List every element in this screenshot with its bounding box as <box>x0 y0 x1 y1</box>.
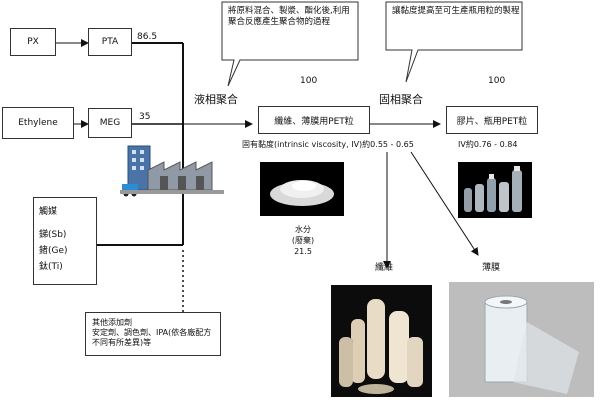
stage2-amount: 100 <box>488 76 506 86</box>
callout-liquid-text: 將原料混合、製漿、酯化後,利用聚合反應產生聚合物的過程 <box>228 6 350 28</box>
arrow-film <box>410 151 479 256</box>
catalyst-box: 觸媒 銻(Sb) 鍺(Ge) 鈦(Ti) <box>33 197 97 285</box>
stage2-viscosity: IV約0.76 - 0.84 <box>458 140 518 149</box>
pellet-pile-image <box>260 162 344 216</box>
pta-amount: 86.5 <box>137 32 158 42</box>
film-roll-image <box>449 282 594 397</box>
meg-box: MEG <box>88 108 132 138</box>
water-byproduct: 水分 (廢棄) 21.5 <box>291 225 315 256</box>
fiber-film-pet-label: 纖維、薄膜用PET粒 <box>274 116 354 127</box>
fiber-film-pet-box: 纖維、薄膜用PET粒 <box>258 106 370 134</box>
ethylene-box: Ethylene <box>2 107 74 139</box>
catalyst-item: 銻(Sb) <box>39 230 67 240</box>
pta-label: PTA <box>101 37 119 47</box>
catalyst-item: 鈦(Ti) <box>39 262 63 272</box>
callout-solid-text: 讓黏度提高至可生產瓶用粒的製程 <box>392 6 520 16</box>
stage1-amount: 100 <box>300 76 318 86</box>
bottle-pet-label: 膠片、瓶用PET粒 <box>456 116 528 127</box>
additives-box: 其他添加劑 安定劑、調色劑、IPA(依各廠配方不同有所差異)等 <box>85 312 221 356</box>
stage1-viscosity: 固有黏度(intrinsic viscosity, IV)約0.55 - 0.6… <box>242 140 414 149</box>
px-label: PX <box>27 37 39 47</box>
additives-body: 安定劑、調色劑、IPA(依各廠配方不同有所差異)等 <box>92 328 212 348</box>
film-label: 薄膜 <box>482 263 501 273</box>
factory-icon <box>120 145 224 197</box>
callout-bubble-solid <box>385 1 523 83</box>
catalyst-item: 鍺(Ge) <box>39 246 68 256</box>
px-box: PX <box>10 28 56 56</box>
liquid-phase-label: 液相聚合 <box>194 93 238 106</box>
fiber-spools-image <box>331 285 432 397</box>
pet-bottles-image <box>458 162 532 218</box>
solid-phase-label: 固相聚合 <box>379 93 423 106</box>
catalyst-title: 觸媒 <box>39 207 58 217</box>
pta-box: PTA <box>88 28 132 56</box>
callout-bubble-liquid <box>221 1 359 87</box>
additives-title: 其他添加劑 <box>92 318 132 327</box>
fiber-label: 纖維 <box>375 263 394 273</box>
bottle-pet-box: 膠片、瓶用PET粒 <box>446 106 538 134</box>
ethylene-label: Ethylene <box>18 118 58 128</box>
meg-label: MEG <box>99 118 121 128</box>
meg-amount: 35 <box>139 112 151 122</box>
